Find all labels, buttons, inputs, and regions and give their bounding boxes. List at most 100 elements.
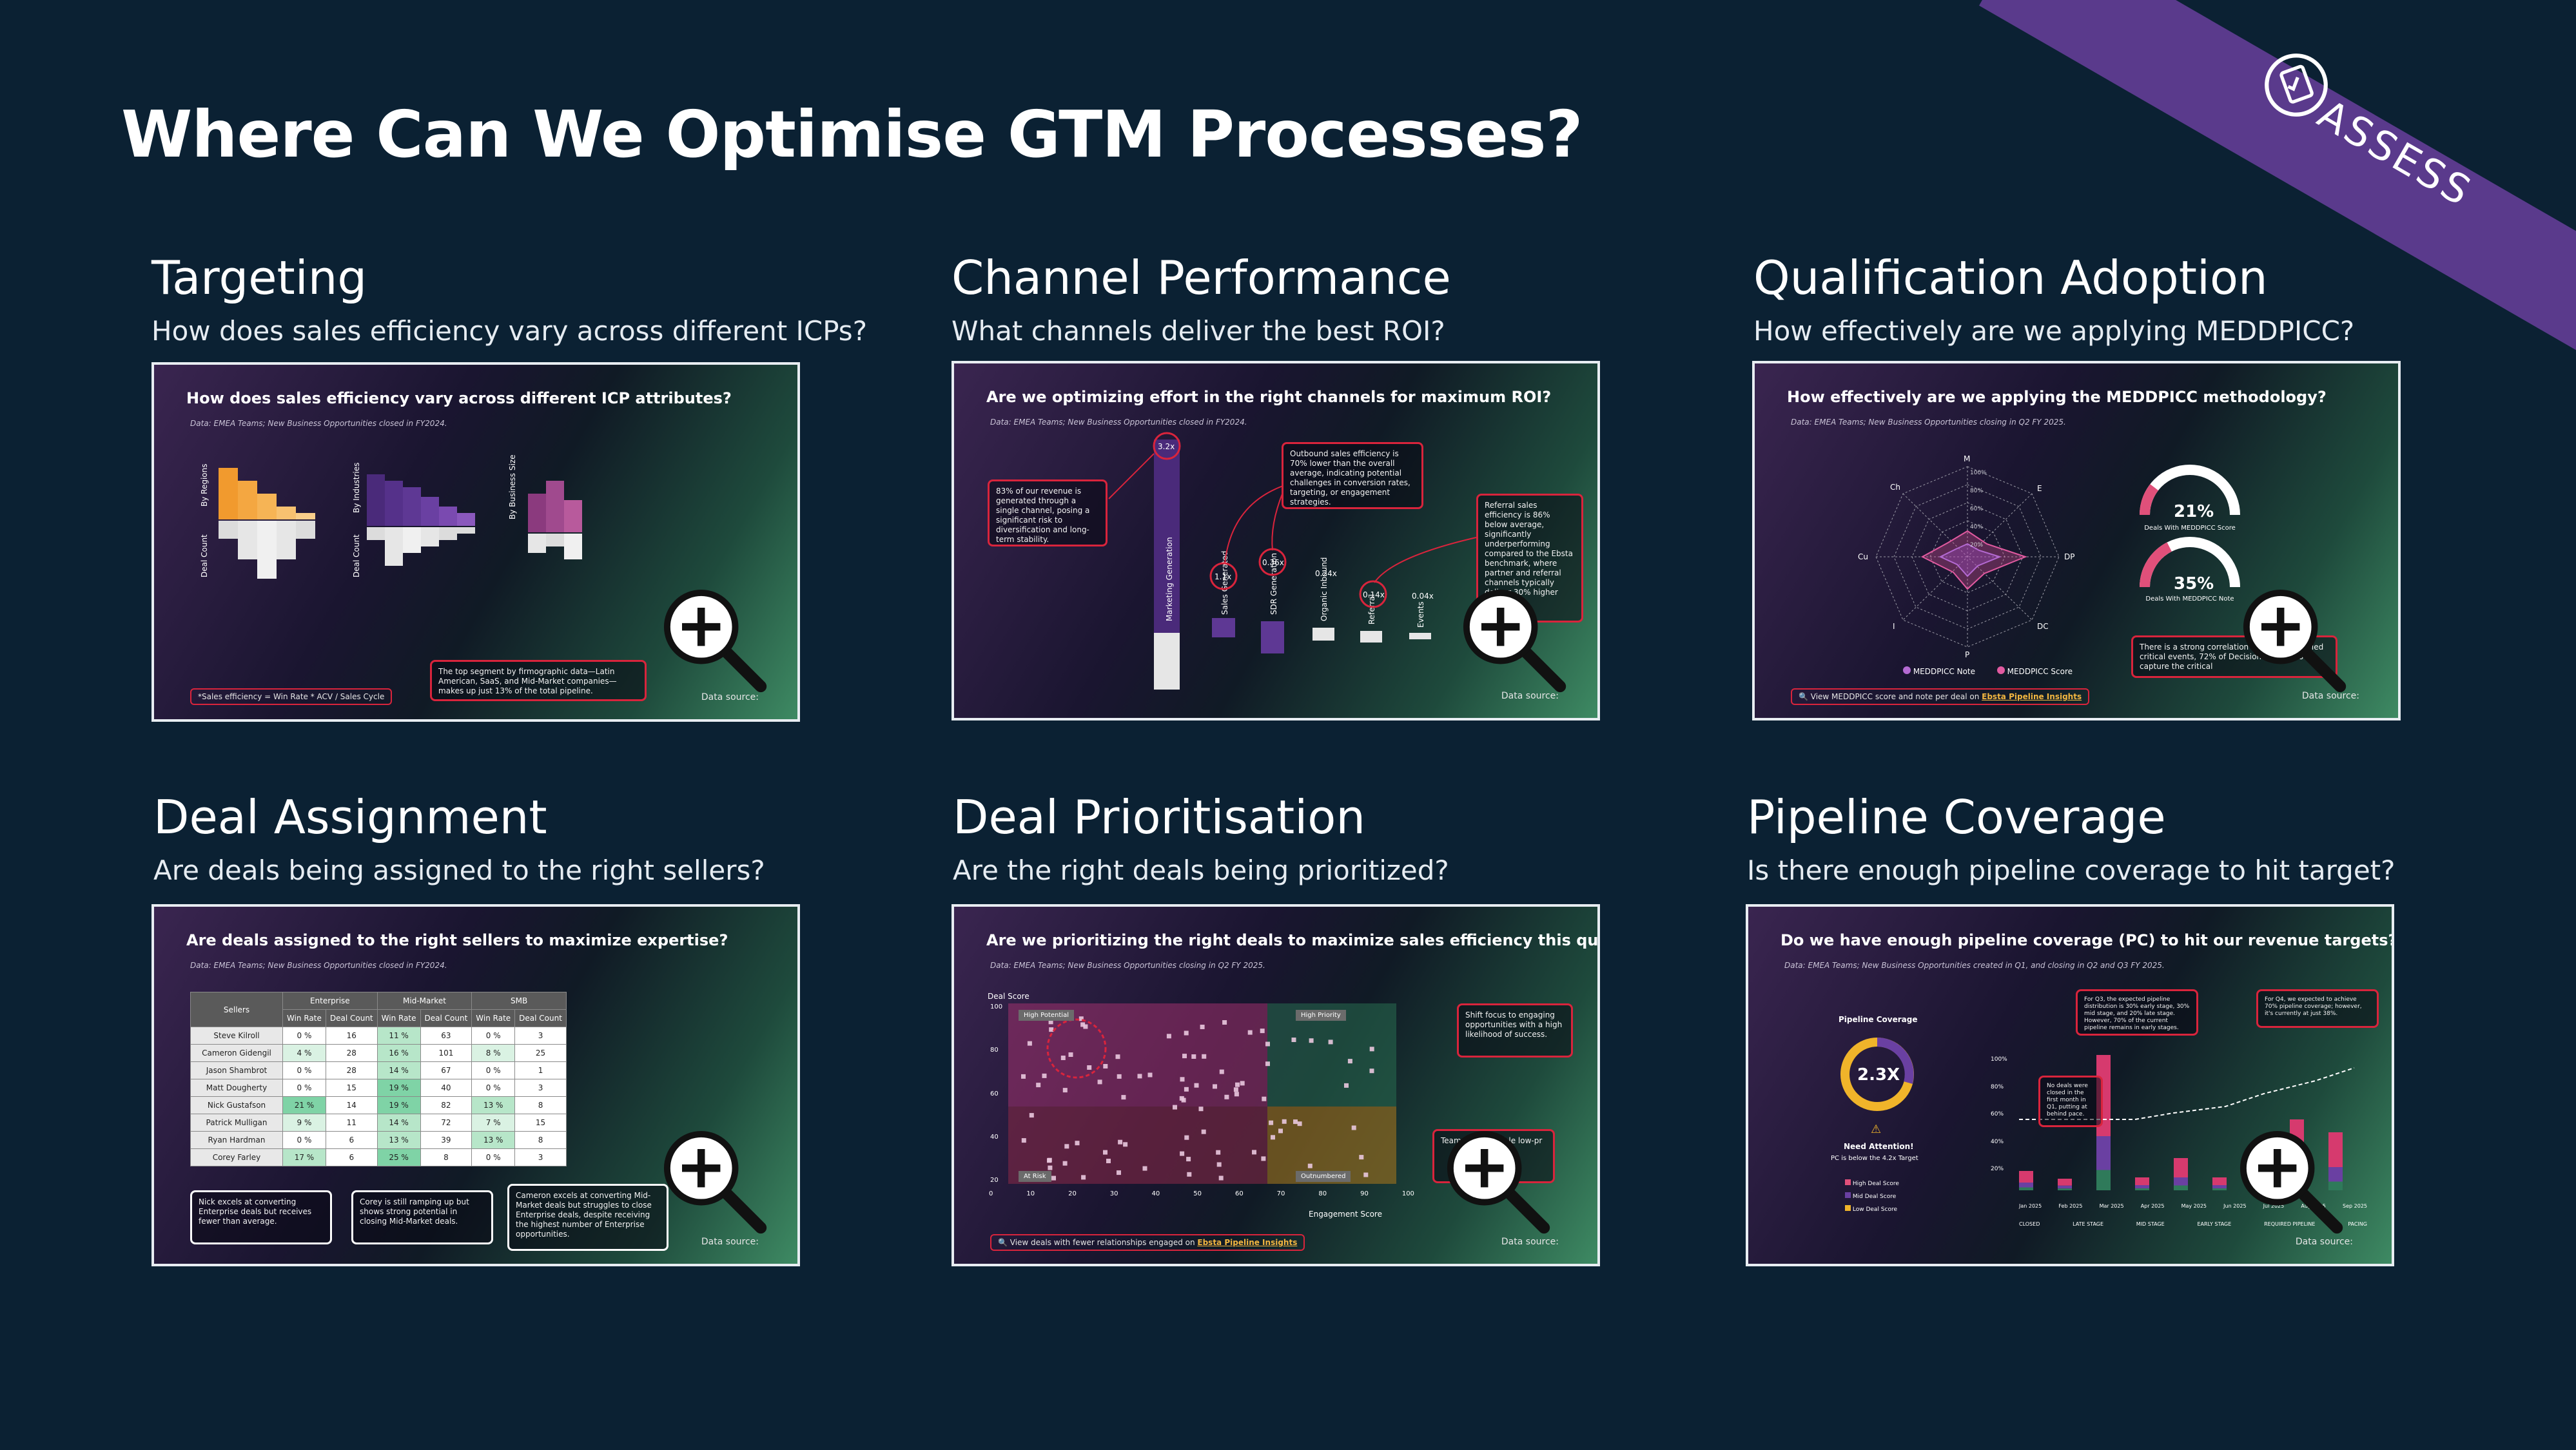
radar-series-note xyxy=(1938,543,2002,577)
coverage-ring: 2.3X xyxy=(1840,1038,1914,1111)
card-heading: Qualification Adoption xyxy=(1753,251,2268,305)
scatter-point xyxy=(1068,1052,1073,1057)
zoom-in-icon[interactable] xyxy=(661,586,767,693)
card-subheading: Is there enough pipeline coverage to hit… xyxy=(1747,855,2395,886)
zoom-in-icon[interactable] xyxy=(2240,586,2347,693)
panel-pipeline-coverage[interactable]: Do we have enough pipeline coverage (PC)… xyxy=(1746,904,2394,1266)
pipeline-bar xyxy=(2135,1188,2149,1190)
radar-ring-label: 60% xyxy=(1970,506,1983,512)
table-cell: 13 % xyxy=(471,1096,516,1114)
data-source-label: Data source: xyxy=(1501,691,1559,701)
coverage-value: 2.3X xyxy=(1857,1065,1900,1085)
scatter-point xyxy=(1048,1020,1053,1025)
table-cell: 3 xyxy=(514,1027,567,1045)
warning-icon: ⚠ xyxy=(1871,1123,1882,1136)
table-cell: Patrick Mulligan xyxy=(190,1114,283,1132)
table-cell: Corey Farley xyxy=(190,1148,283,1166)
card-subheading: How effectively are we applying MEDDPICC… xyxy=(1753,315,2355,347)
pipeline-bar xyxy=(2328,1181,2343,1190)
scatter-point xyxy=(1137,1074,1142,1079)
table-cell: 0 % xyxy=(471,1079,516,1097)
deep-link[interactable]: 🔍 View deals with fewer relationships en… xyxy=(990,1234,1305,1251)
footnote: *Sales efficiency = Win Rate * ACV / Sal… xyxy=(190,688,393,705)
scatter-point xyxy=(1051,1175,1056,1181)
legend-item: MEDDPICC Note MEDDPICC Score xyxy=(1903,666,2073,676)
scatter-point xyxy=(1200,1025,1205,1029)
pipeline-bar xyxy=(2174,1185,2188,1190)
gauge-fill xyxy=(2139,542,2172,588)
scatter-point xyxy=(1180,1151,1185,1156)
scatter-point xyxy=(1347,1059,1352,1064)
radar-axis-label: DC xyxy=(2037,622,2049,631)
panel-question: Are we optimizing effort in the right ch… xyxy=(986,388,1552,406)
card-heading: Pipeline Coverage xyxy=(1747,790,2166,844)
channel-label: Organic Inbound xyxy=(1320,557,1329,621)
radar-axis-label: DP xyxy=(2064,552,2074,561)
table-cell: 25 % xyxy=(376,1148,421,1166)
pipeline-bar xyxy=(2135,1185,2149,1188)
panel-deal-prioritisation[interactable]: Are we prioritizing the right deals to m… xyxy=(951,904,1600,1266)
legend-label: MEDDPICC Note xyxy=(1913,667,1975,676)
panel-deal-assignment[interactable]: Are deals assigned to the right sellers … xyxy=(151,904,800,1266)
table-cell: 0 % xyxy=(282,1027,326,1045)
card-channel-performance: Channel Performance What channels delive… xyxy=(951,255,1603,347)
zoom-in-icon[interactable] xyxy=(661,1128,767,1234)
table-cell: 15 xyxy=(325,1079,378,1097)
scatter-point xyxy=(1234,1092,1239,1097)
table-cell: 3 xyxy=(514,1079,567,1097)
table-cell: 72 xyxy=(420,1114,473,1132)
pipeline-bar xyxy=(2058,1185,2072,1189)
radar-axis-label: P xyxy=(1965,650,1969,659)
bar-referral xyxy=(1360,631,1382,643)
table-cell: 1 xyxy=(514,1061,567,1079)
scatter-point xyxy=(1328,1039,1333,1045)
scatter-point xyxy=(1235,1082,1240,1087)
scatter-point xyxy=(1182,1054,1187,1059)
radar-ring-label: 100% xyxy=(1970,470,1987,476)
scatter-point xyxy=(1075,1141,1080,1146)
pipeline-bar xyxy=(2019,1187,2033,1190)
scatter-point xyxy=(1097,1079,1102,1085)
industry-bars xyxy=(367,474,475,566)
pipeline-bar xyxy=(2096,1136,2111,1170)
zoom-in-icon[interactable] xyxy=(1444,1128,1550,1234)
panel-source: Data: EMEA Teams; New Business Opportuni… xyxy=(990,961,1265,970)
scatter-point xyxy=(1261,1156,1266,1161)
scatter-point xyxy=(1222,1020,1227,1025)
table-header: Sellers xyxy=(190,992,283,1027)
scatter-point xyxy=(1081,1175,1086,1180)
table-cell: Jason Shambrot xyxy=(190,1061,283,1079)
table-cell: 4 % xyxy=(282,1044,326,1062)
radar-ring-label: 40% xyxy=(1970,524,1983,530)
panel-qualification-adoption[interactable]: How effectively are we applying the MEDD… xyxy=(1752,361,2401,720)
zoom-in-icon[interactable] xyxy=(2237,1128,2343,1234)
scatter-point xyxy=(1166,1034,1171,1039)
scatter-point xyxy=(1186,1157,1191,1162)
table-cell: 8 xyxy=(514,1096,567,1114)
table-cell: 14 xyxy=(325,1096,378,1114)
table-cell: 6 xyxy=(325,1148,378,1166)
radar-axis-label: I xyxy=(1893,622,1895,631)
table-cell: 14 % xyxy=(376,1114,421,1132)
scatter-point xyxy=(1359,1155,1364,1160)
coverage-title: Pipeline Coverage xyxy=(1839,1015,1918,1024)
gauge-label: Deals With MEDDPICC Score xyxy=(2144,525,2236,532)
size-bars xyxy=(528,481,582,559)
scatter-point xyxy=(1260,1029,1265,1034)
scatter-point xyxy=(1216,1162,1222,1167)
x-axis-label: Engagement Score xyxy=(1309,1210,1382,1219)
scatter-point xyxy=(1184,1030,1189,1036)
zoom-in-icon[interactable] xyxy=(1460,586,1566,693)
card-qualification-adoption: Qualification Adoption How effectively a… xyxy=(1753,255,2405,347)
deep-link[interactable]: 🔍 View MEDDPICC score and note per deal … xyxy=(1791,688,2090,705)
region-bars xyxy=(219,468,315,579)
table-cell: 15 xyxy=(514,1114,567,1132)
gauge-score: 21% xyxy=(2140,465,2240,521)
table-cell: Ryan Hardman xyxy=(190,1131,283,1149)
panel-channel-performance[interactable]: Are we optimizing effort in the right ch… xyxy=(951,361,1600,720)
bar-sales xyxy=(1212,618,1235,637)
radar-axis-label: M xyxy=(1964,454,1970,463)
